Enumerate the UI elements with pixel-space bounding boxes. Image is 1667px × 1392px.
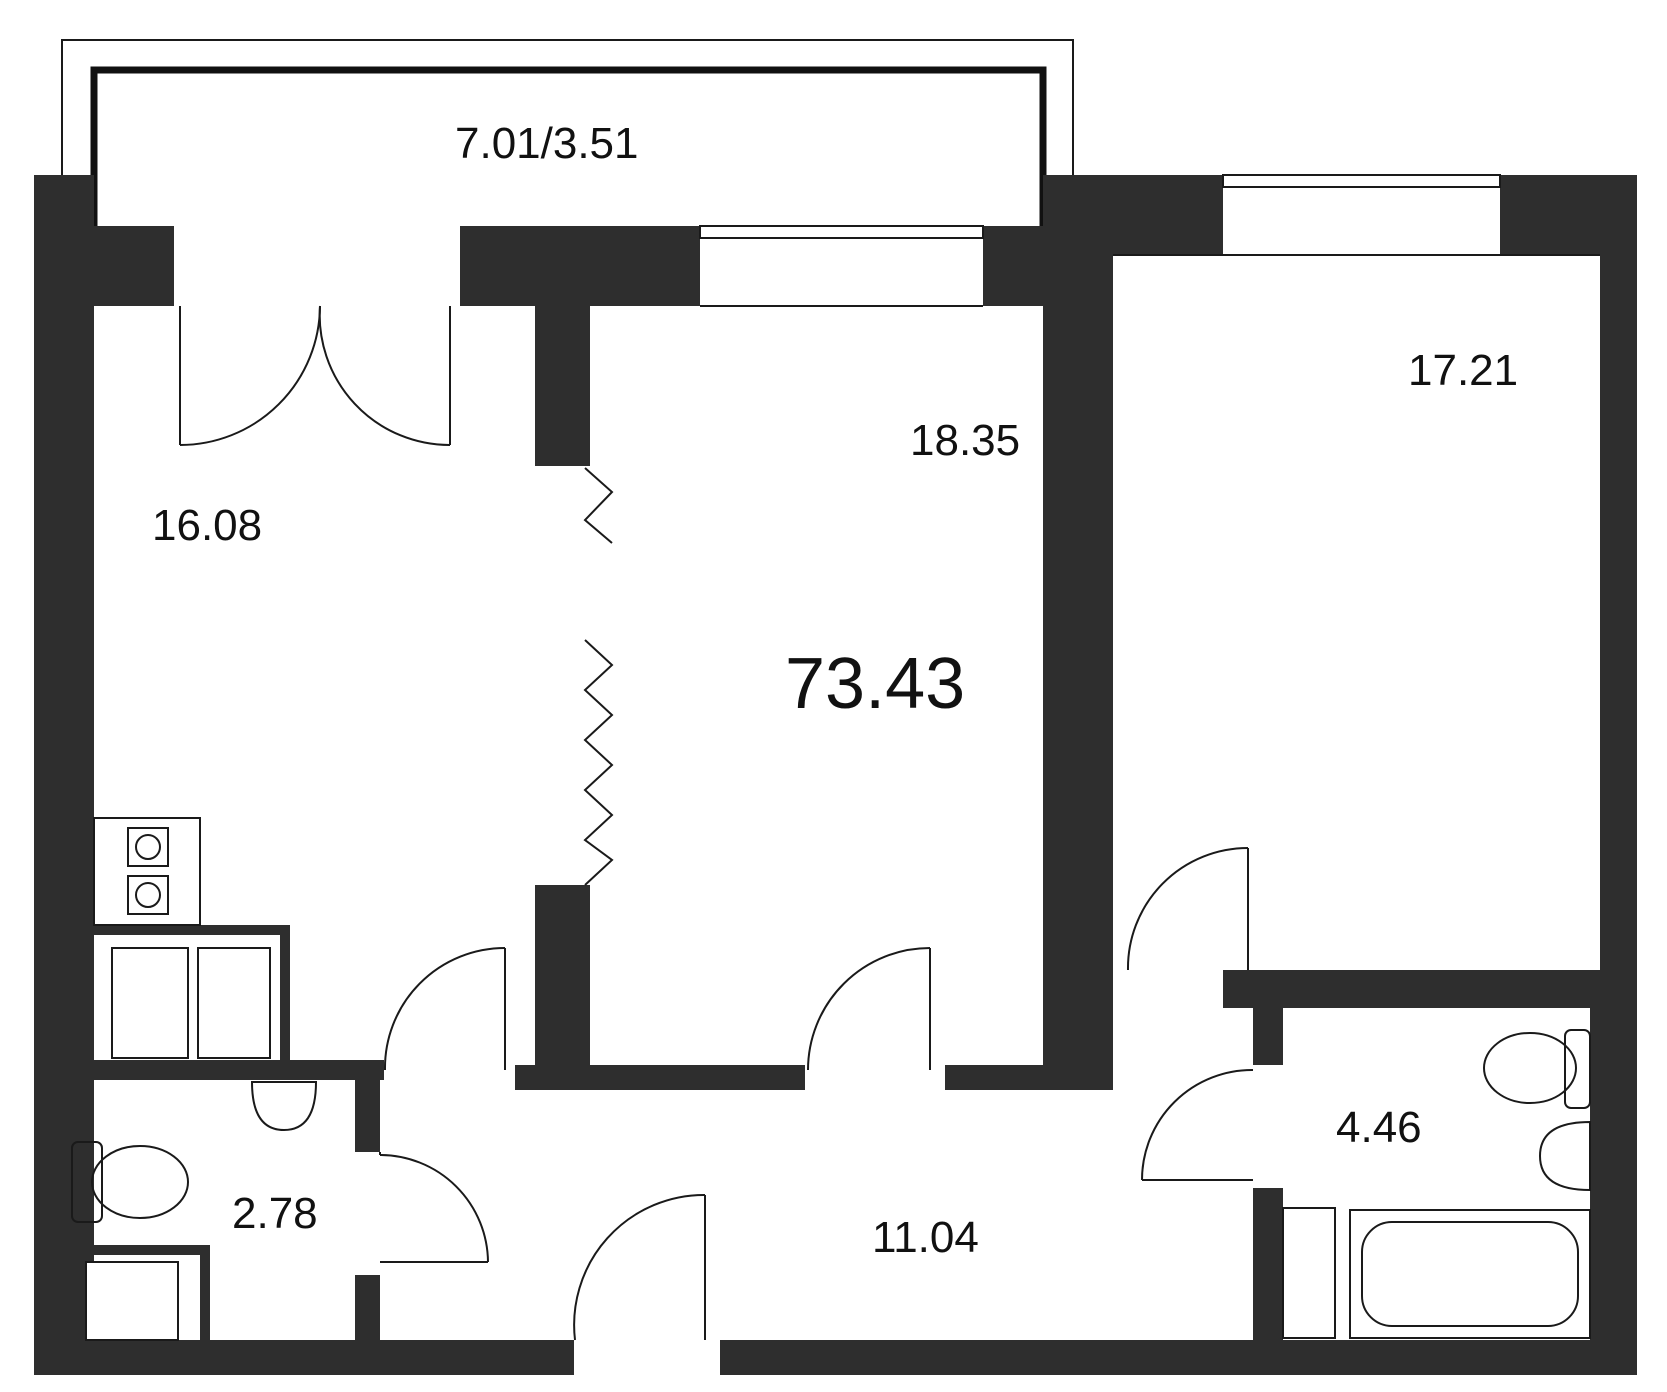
kitchen-cabinets — [111, 947, 271, 1059]
total-area: 73.43 — [785, 644, 965, 724]
bathroom-small-area: 2.78 — [232, 1189, 318, 1238]
windows — [699, 174, 1501, 307]
washing-machine-icon — [85, 1207, 1336, 1341]
room-labels: 7.01/3.51 16.08 18.35 17.21 2.78 11.04 4… — [152, 119, 1518, 1262]
bathtub-icon — [1349, 1209, 1591, 1339]
room-1-area: 18.35 — [910, 416, 1020, 465]
kitchen-living-area: 16.08 — [152, 501, 262, 550]
bathroom-large-area: 4.46 — [1336, 1103, 1422, 1152]
toilet-icon — [71, 1029, 1591, 1223]
sink-icon — [250, 1081, 1591, 1192]
balcony — [61, 39, 1074, 226]
folding-partition — [583, 467, 614, 886]
stove-icon — [93, 817, 201, 926]
balcony-area: 7.01/3.51 — [455, 119, 639, 168]
hallway-area: 11.04 — [872, 1213, 979, 1262]
interior-walls — [94, 306, 1637, 1375]
room-2-area: 17.21 — [1408, 346, 1518, 395]
doors — [179, 305, 1254, 1341]
